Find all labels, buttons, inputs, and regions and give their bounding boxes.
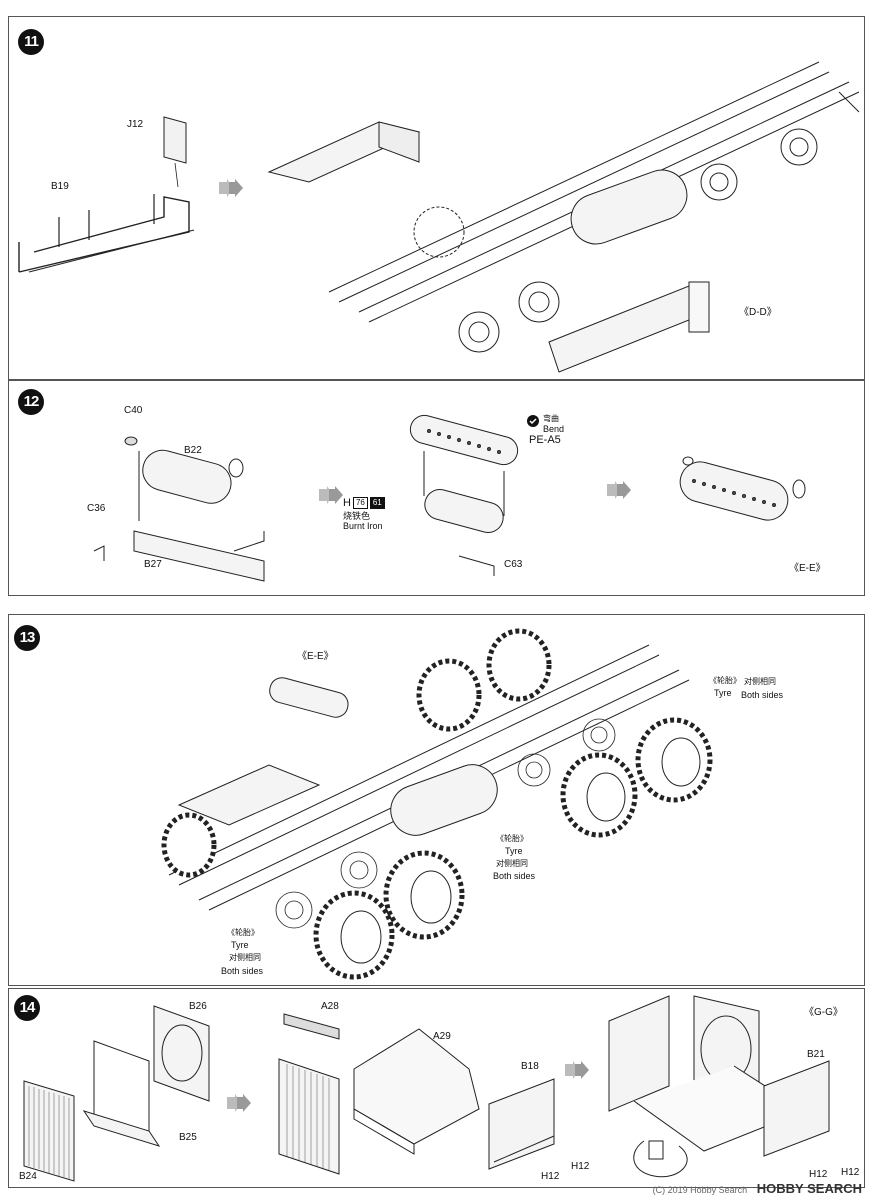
label-h12-c: H12 xyxy=(809,1169,828,1180)
label-a28: A28 xyxy=(321,1001,339,1012)
paint-name-cn: 烧铁色 xyxy=(343,511,371,521)
step-11-panel: 11 J12 B19 xyxy=(8,16,865,380)
label-b27: B27 xyxy=(144,559,162,570)
tyre-icon xyxy=(313,890,395,980)
bend-cn: 弯曲 xyxy=(543,414,559,423)
step-12-badge: 12 xyxy=(18,389,44,415)
label-c36: C36 xyxy=(87,503,106,514)
muffler-assembly-left xyxy=(93,436,265,582)
arrow-icon xyxy=(565,1061,589,1079)
chassis-illustration-11 xyxy=(267,61,860,373)
label-c40: C40 xyxy=(124,405,143,416)
step-14-panel: 14 B26 B25 B24 xyxy=(8,988,865,1188)
label-c63: C63 xyxy=(504,559,523,570)
label-ee-13: 《E-E》 xyxy=(297,651,334,662)
label-gg: 《G-G》 xyxy=(804,1007,843,1018)
chassis-illustration-13 xyxy=(161,628,713,980)
arrow-icon xyxy=(319,486,343,504)
watermark: (C) 2019 Hobby Search HOBBY SEARCH xyxy=(653,1181,862,1196)
tyre-icon xyxy=(383,850,465,940)
tyre-c-cn2: 对侧相同 xyxy=(229,953,261,962)
label-pe-a5: PE-A5 xyxy=(529,434,561,446)
arrow-icon xyxy=(227,1094,251,1112)
label-ee: 《E-E》 xyxy=(789,563,826,574)
step-14-badge: 14 xyxy=(14,995,40,1021)
check-icon xyxy=(527,415,539,427)
step-12-panel: 12 C40 B22 C36 B27 H 76 61 烧铁色 Burnt Iro… xyxy=(8,380,865,596)
tyre-icon xyxy=(416,658,482,732)
label-a29: A29 xyxy=(433,1031,451,1042)
label-h12-d: H12 xyxy=(841,1167,860,1178)
paint-code-76: 76 xyxy=(352,497,368,509)
paint-code-61: 61 xyxy=(369,497,385,509)
label-dd: 《D-D》 xyxy=(739,307,777,318)
paint-letter: H xyxy=(343,497,351,509)
tyre-a-en: Tyre xyxy=(714,688,732,698)
label-b19: B19 xyxy=(51,181,69,192)
tyre-c-en: Tyre xyxy=(231,940,249,950)
tyre-a-cn2: 对侧相同 xyxy=(744,677,776,686)
part-b18 xyxy=(488,1078,555,1170)
bend-en: Bend xyxy=(543,424,565,434)
radiator-with-shroud xyxy=(278,1013,480,1175)
label-b26: B26 xyxy=(189,1001,207,1012)
tyre-c-cn: 《轮胎》 xyxy=(227,928,259,937)
part-j12 xyxy=(163,116,187,188)
tyre-b-en2: Both sides xyxy=(493,871,536,881)
label-b21: B21 xyxy=(807,1049,825,1060)
label-j12: J12 xyxy=(127,119,144,130)
step-13-badge: 13 xyxy=(14,625,40,651)
tyre-icon xyxy=(560,752,638,838)
muffler-assembly-complete xyxy=(679,456,806,521)
watermark-copyright: (C) 2019 Hobby Search xyxy=(652,1185,748,1195)
cab-rear-assembly xyxy=(608,995,830,1178)
label-b25: B25 xyxy=(179,1132,197,1143)
muffler-assembly-middle xyxy=(409,414,519,576)
radiator-exploded xyxy=(23,1005,210,1182)
part-b19 xyxy=(18,194,195,273)
watermark-brand: HOBBY SEARCH xyxy=(756,1181,862,1196)
step-13-panel: 13 《E-E》 xyxy=(8,614,865,986)
tyre-icon xyxy=(486,628,552,702)
label-h12-a: H12 xyxy=(541,1171,560,1182)
paint-reference: H 76 61 xyxy=(343,497,385,509)
tyre-b-en: Tyre xyxy=(505,846,523,856)
tyre-c-en2: Both sides xyxy=(221,966,264,976)
tyre-b-cn: 《轮胎》 xyxy=(496,834,528,843)
tyre-a-en2: Both sides xyxy=(741,690,784,700)
arrow-icon xyxy=(219,179,243,197)
label-b18: B18 xyxy=(521,1061,539,1072)
tyre-icon xyxy=(161,812,217,878)
tyre-a-cn: 《轮胎》 xyxy=(709,676,741,685)
tyre-icon xyxy=(635,717,713,803)
tyre-b-cn2: 对侧相同 xyxy=(496,859,528,868)
label-h12-b: H12 xyxy=(571,1161,590,1172)
arrow-icon xyxy=(607,481,631,499)
paint-name-en: Burnt Iron xyxy=(343,521,383,531)
label-b24: B24 xyxy=(19,1171,37,1182)
label-b22: B22 xyxy=(184,445,202,456)
step-11-badge: 11 xyxy=(18,29,44,55)
